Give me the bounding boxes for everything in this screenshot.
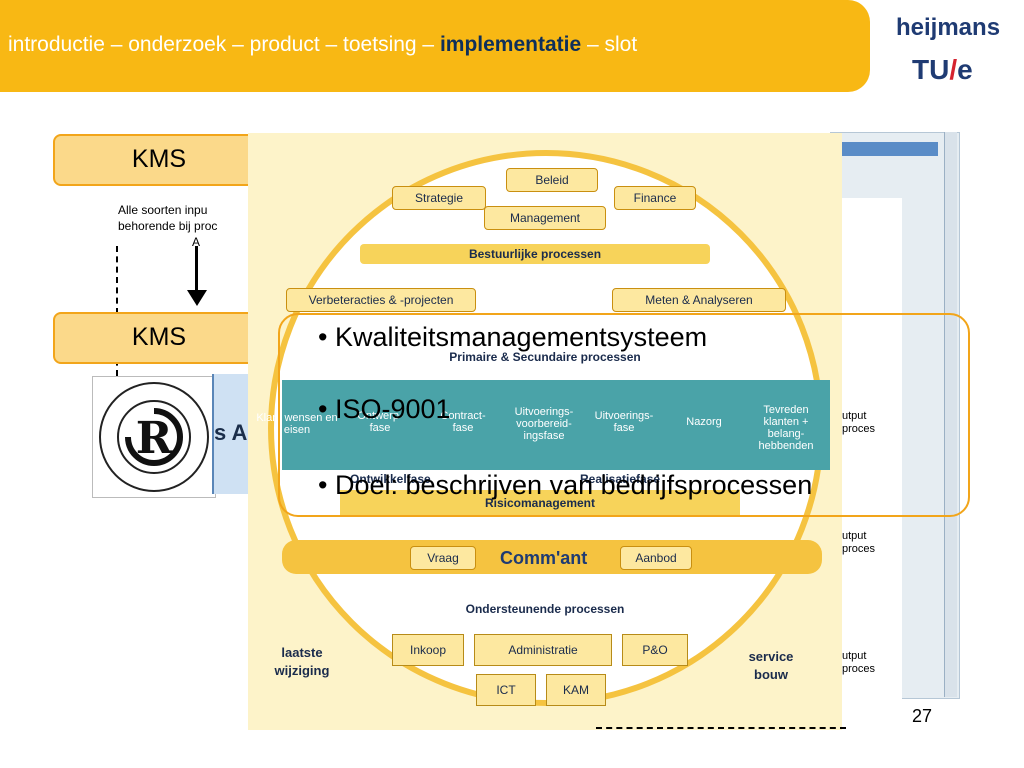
ondersteunende-processen-label: Ondersteunende processen (465, 602, 625, 616)
tag-meten-analyseren: Meten & Analyseren (612, 288, 786, 312)
heijmans-logo: heijmans (896, 14, 1001, 41)
lloyds-quality-seal: R (92, 376, 216, 498)
breadcrumb-after: – slot (581, 33, 638, 56)
phase-contract: Contract-fase (440, 410, 486, 434)
dashed-bottom-line (596, 727, 846, 729)
breadcrumb-before: introductie – onderzoek – product – toet… (8, 33, 440, 56)
bullet-text-1: Kwaliteitsmanagementsysteem (334, 322, 708, 352)
primary-process-band (282, 380, 830, 470)
tue-logo-slash: / (949, 54, 958, 85)
tag-beleid: Beleid (506, 168, 598, 192)
phase-uitvoeringsvoorbereiding: Uitvoerings-voorbereid-ingsfase (514, 406, 574, 442)
kms-label-top: KMS (53, 134, 265, 186)
tag-aanbod: Aanbod (620, 546, 692, 570)
phase-uitvoering: Uitvoerings-fase (594, 410, 654, 434)
laatste-wijziging-label: laatste wijziging (274, 645, 330, 678)
tag-finance: Finance (614, 186, 696, 210)
tag-vraag: Vraag (410, 546, 476, 570)
diagram-text-line1: Alle soorten inpu (118, 203, 208, 217)
diagram-arrow-shaft (195, 246, 198, 296)
commant-logo: Comm'ant (500, 548, 588, 568)
kms-label-middle: KMS (53, 312, 265, 364)
ontwikkelfase-label: Ontwikkelfase (350, 472, 431, 486)
window-content (832, 198, 902, 708)
box-kam: KAM (546, 674, 606, 706)
svg-text:R: R (136, 413, 173, 464)
diagram-input-text: Alle soorten inpu behorende bij proc A (118, 202, 258, 250)
box-inkoop: Inkoop (392, 634, 464, 666)
tue-logo: TU/e (912, 54, 973, 86)
primaire-processen-label: Primaire & Secundaire processen (449, 350, 641, 364)
lloyds-seal-icon: R (99, 382, 209, 492)
panel-fragment-text: s A (214, 420, 248, 445)
page-number: 27 (912, 706, 933, 726)
section-breadcrumb: introductie – onderzoek – product – toet… (8, 33, 637, 57)
risicomanagement-band: Risicomanagement (340, 490, 740, 516)
breadcrumb-current: implementatie (439, 33, 582, 56)
tue-logo-tu: TU (912, 54, 950, 85)
box-pno: P&O (622, 634, 688, 666)
box-administratie: Administratie (474, 634, 612, 666)
bullet-2: • ISO-9001 (318, 394, 451, 424)
klant-wensen-label: Klant wensen en eisen (256, 412, 338, 436)
service-bouw-label: service bouw (748, 649, 794, 682)
tue-logo-e: e (957, 54, 973, 85)
bullet-box (278, 313, 970, 517)
bullet-text-2: ISO-9001 (334, 394, 451, 424)
bullet-1: • Kwaliteitsmanagementsysteem (318, 322, 708, 352)
phase-nazorg: Nazorg (686, 416, 722, 428)
window-title-bar (838, 142, 938, 156)
bullet-3: • Doel: beschrijven van bedrijfsprocesse… (318, 470, 813, 500)
phase-ontwerp: Ontwerp-fase (357, 410, 403, 434)
vraag-aanbod-bar (282, 540, 822, 574)
bestuurlijke-processen-label: Bestuurlijke processen (360, 244, 710, 264)
box-ict: ICT (476, 674, 536, 706)
diagram-text-line3: A (192, 235, 201, 249)
tevreden-klanten-label: Tevreden klanten + belang-hebbenden (758, 404, 814, 452)
diagram-text-line2: behorende bij proc (118, 219, 218, 233)
tag-strategie: Strategie (392, 186, 486, 210)
tag-management: Management (484, 206, 606, 230)
arrow-down-icon (187, 290, 207, 306)
header-banner (0, 0, 870, 92)
tag-verbeteracties: Verbeteracties & -projecten (286, 288, 476, 312)
window-scrollbar[interactable] (944, 132, 957, 697)
bullet-text-3: Doel: beschrijven van bedrijfsprocessen (334, 470, 813, 500)
diagram-dashed-line (116, 246, 118, 376)
realisatiefase-label: Realisatiefase (580, 472, 661, 486)
